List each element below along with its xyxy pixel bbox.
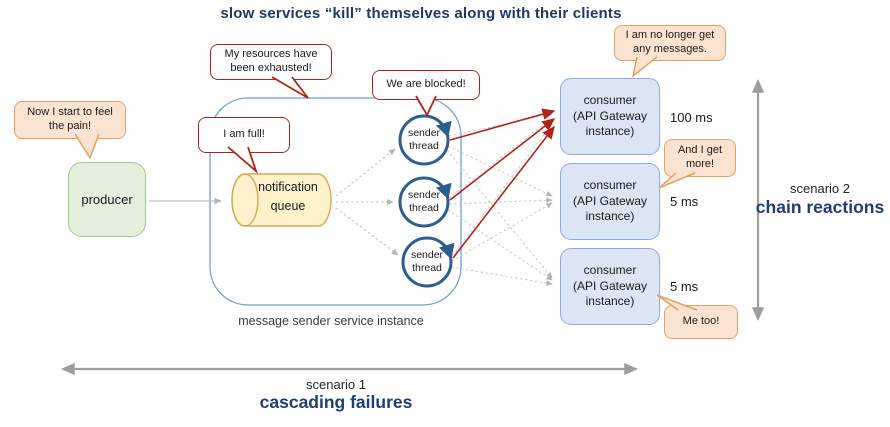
bubble-get-more: And I get more! (664, 139, 736, 177)
bubble-threads-blocked: We are blocked! (372, 70, 480, 100)
scenario1-label: scenario 1 (306, 377, 366, 392)
bubble-no-messages: I am no longer get any messages. (614, 25, 726, 61)
arrows-blocked-calls (449, 108, 556, 259)
tail-exhausted (271, 76, 309, 99)
sender-thread-3-label: sender thread (410, 249, 444, 275)
bubble-producer-pain: Now I start to feel the pain! (14, 101, 126, 139)
arrows-threads-to-consumers (446, 112, 553, 286)
scenario2-name: chain reactions (755, 197, 885, 217)
bubble-queue-full: I am full! (198, 117, 290, 153)
bubble-resources-exhausted: My resources have been exhausted! (210, 44, 332, 80)
sender-thread-1-label: sender thread (407, 127, 441, 153)
diagram-title: slow services “kill” themselves along wi… (220, 5, 622, 22)
producer-node: producer (68, 162, 146, 237)
consumer-1-latency: 100 ms (670, 110, 713, 125)
queue-label: notification queue (258, 180, 318, 214)
consumer-1-node: consumer (API Gateway instance) (560, 78, 660, 155)
producer-label: producer (81, 192, 133, 207)
consumer-3-node: consumer (API Gateway instance) (560, 248, 660, 325)
consumer-3-latency: 5 ms (670, 279, 699, 294)
scenario2-label: scenario 2 (790, 181, 850, 196)
sender-thread-2-label: sender thread (407, 189, 441, 215)
consumer-2-latency: 5 ms (670, 194, 699, 209)
service-container-label: message sender service instance (238, 314, 424, 328)
arrows-queue-to-threads (335, 148, 399, 256)
scenario1-name: cascading failures (259, 392, 413, 412)
bubble-me-too: Me too! (664, 305, 738, 339)
consumer-2-node: consumer (API Gateway instance) (560, 163, 660, 240)
